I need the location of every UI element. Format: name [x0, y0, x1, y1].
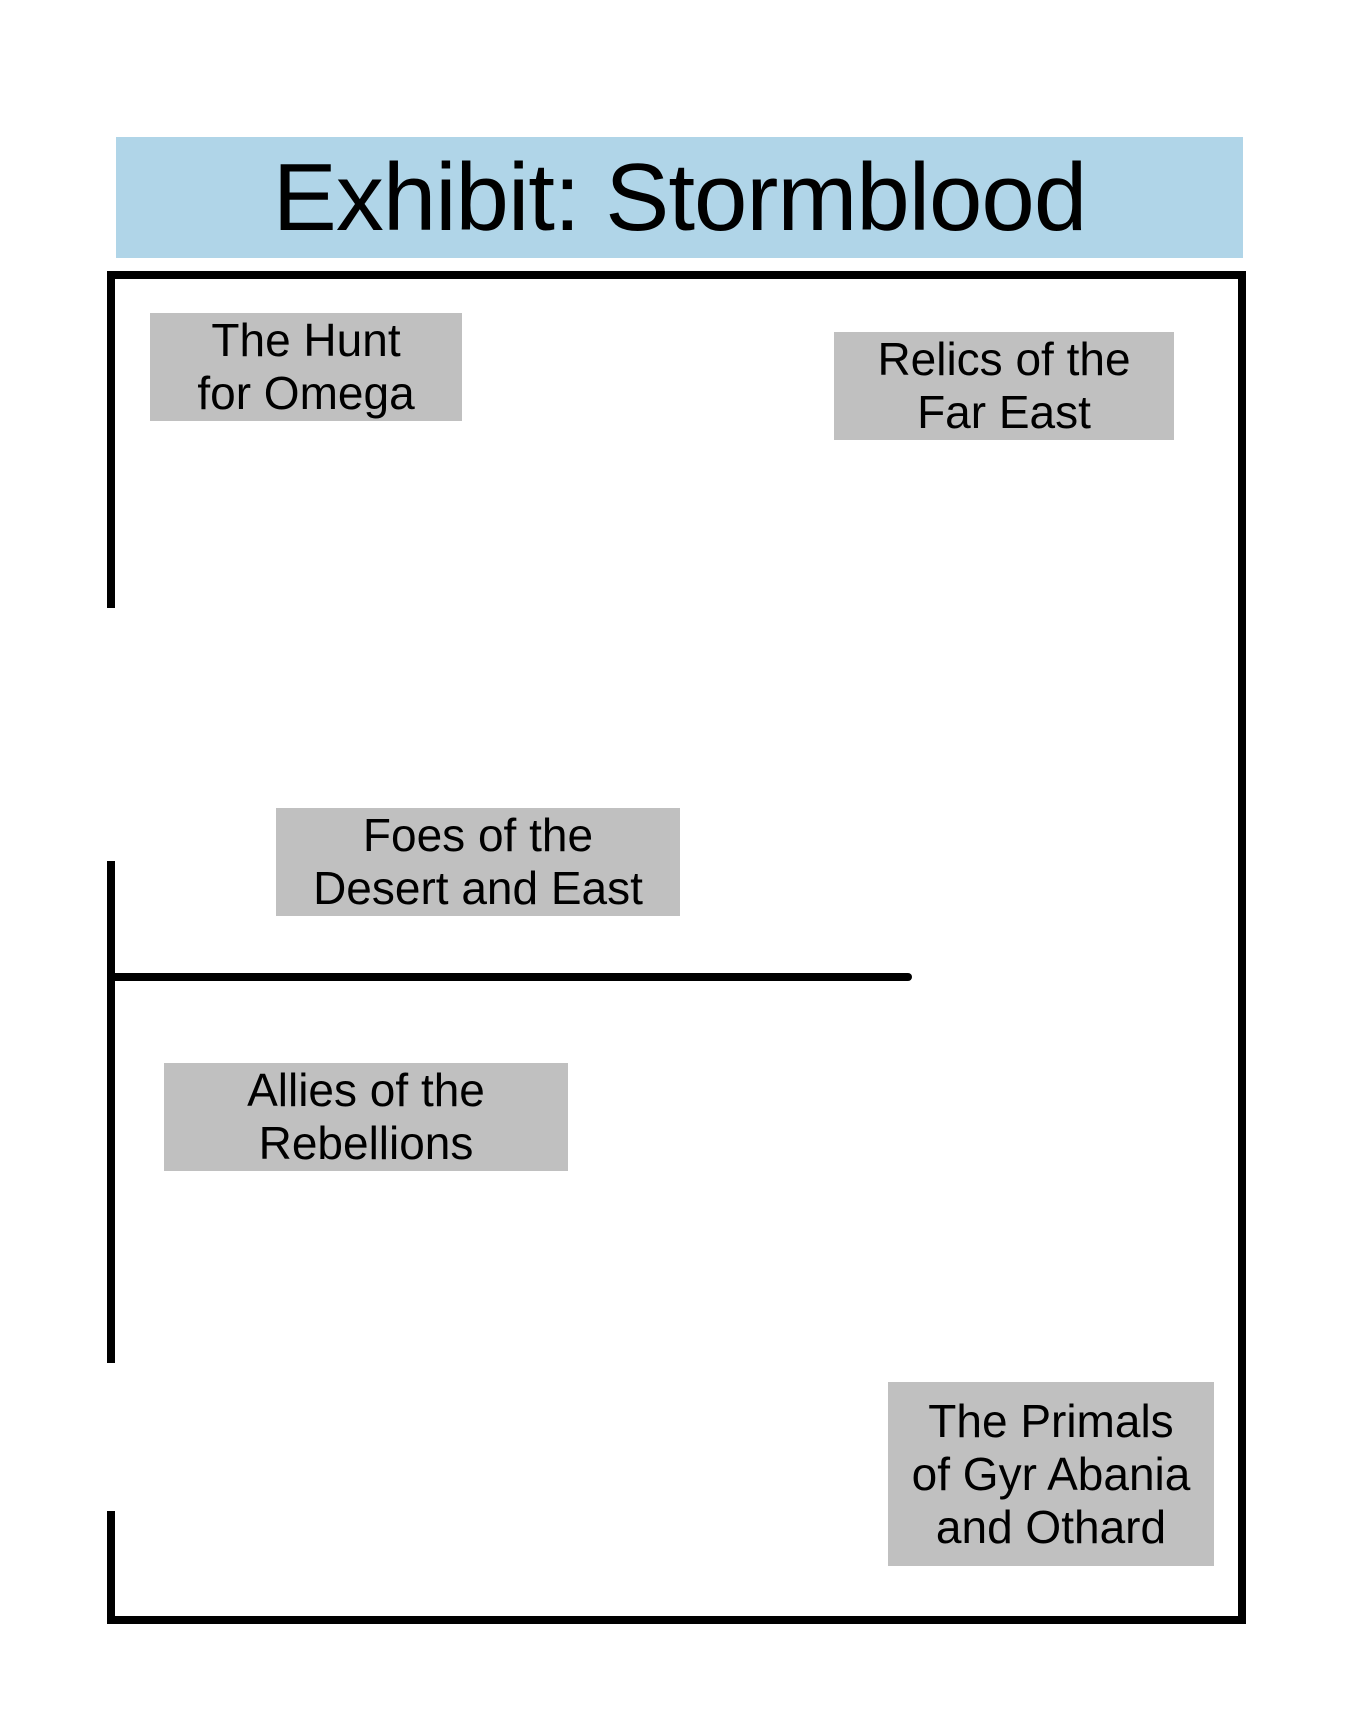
label-line: of Gyr Abania: [911, 1447, 1191, 1500]
wall-left-middle: [107, 861, 115, 1363]
label-line: Desert and East: [313, 862, 643, 914]
exhibit-label-relics-far-east: Relics of the Far East: [834, 332, 1174, 440]
label-line: Rebellions: [258, 1117, 474, 1169]
wall-left-lower: [107, 1511, 115, 1624]
label-line: The Primals: [928, 1394, 1174, 1447]
label-line: Allies of the: [247, 1064, 485, 1116]
exhibit-title-banner: Exhibit: Stormblood: [116, 137, 1243, 258]
label-line: and Othard: [935, 1500, 1167, 1553]
exhibit-label-primals-gyr-abania-othard: The Primals of Gyr Abania and Othard: [888, 1382, 1214, 1566]
wall-bottom: [107, 1616, 1246, 1624]
label-line: Foes of the: [362, 809, 594, 861]
label-line: The Hunt: [211, 314, 401, 366]
exhibit-title: Exhibit: Stormblood: [272, 143, 1087, 251]
exhibit-label-foes-desert-east: Foes of the Desert and East: [276, 808, 680, 916]
label-line: Far East: [917, 386, 1091, 438]
label-line: Relics of the: [877, 333, 1131, 385]
wall-right: [1238, 271, 1246, 1624]
exhibit-label-hunt-for-omega: The Hunt for Omega: [150, 313, 462, 421]
wall-interior-divider: [107, 973, 912, 981]
wall-left-upper: [107, 271, 115, 608]
exhibit-label-allies-rebellions: Allies of the Rebellions: [164, 1063, 568, 1171]
wall-top: [107, 271, 1246, 279]
label-line: for Omega: [197, 367, 415, 419]
